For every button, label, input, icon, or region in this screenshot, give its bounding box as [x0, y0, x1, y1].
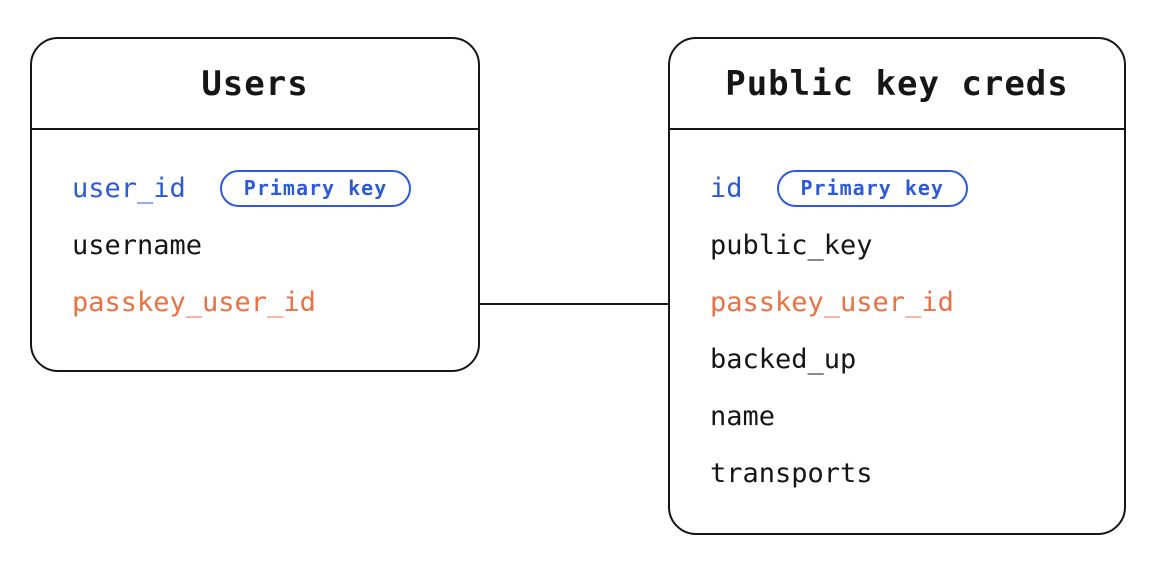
field-row-transports: transports — [710, 445, 1124, 502]
field-row-username: username — [72, 217, 478, 274]
field-name: user_id — [72, 173, 186, 204]
field-name: passkey_user_id — [72, 287, 316, 318]
field-name: name — [710, 401, 776, 432]
field-name: passkey_user_id — [710, 287, 954, 318]
primary-key-badge: Primary key — [776, 170, 968, 207]
entity-users-fields: user_id Primary key username passkey_use… — [32, 130, 478, 331]
field-name: transports — [710, 458, 873, 489]
field-name: public_key — [710, 230, 873, 261]
entity-public-key-creds-header: Public key creds — [670, 39, 1124, 130]
field-row-passkey-user-id: passkey_user_id — [710, 274, 1124, 331]
entity-public-key-creds-fields: id Primary key public_key passkey_user_i… — [670, 130, 1124, 502]
entity-users: Users user_id Primary key username passk… — [30, 37, 480, 372]
relationship-line — [480, 303, 668, 305]
field-name: username — [72, 230, 203, 261]
entity-users-title: Users — [201, 63, 309, 104]
field-row-backed-up: backed_up — [710, 331, 1124, 388]
primary-key-badge: Primary key — [219, 170, 412, 207]
entity-public-key-creds-title: Public key creds — [725, 63, 1069, 104]
field-row-passkey-user-id: passkey_user_id — [72, 274, 478, 331]
field-row-public-key: public_key — [710, 217, 1124, 274]
field-row-user-id: user_id Primary key — [72, 160, 478, 217]
field-name: backed_up — [710, 344, 857, 375]
field-row-name: name — [710, 388, 1124, 445]
entity-users-header: Users — [32, 39, 478, 130]
field-name: id — [710, 173, 743, 204]
field-row-id: id Primary key — [710, 160, 1124, 217]
entity-public-key-creds: Public key creds id Primary key public_k… — [668, 37, 1126, 535]
